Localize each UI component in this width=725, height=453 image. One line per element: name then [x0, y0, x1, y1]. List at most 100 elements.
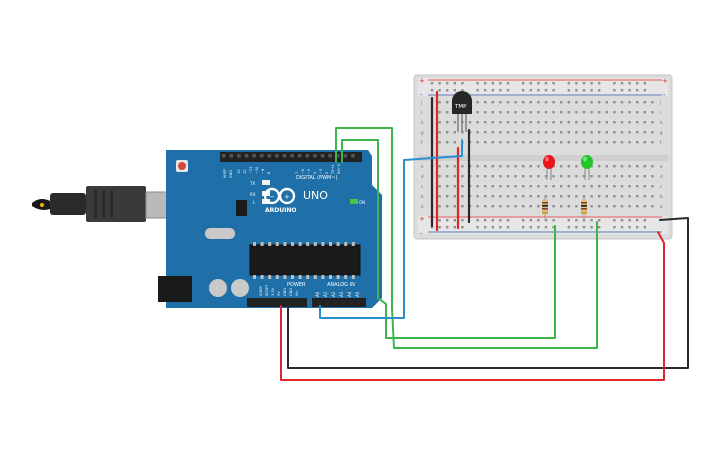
hole: [506, 226, 510, 229]
hole: [567, 219, 570, 222]
hole: [446, 165, 449, 168]
ic-leg: [329, 275, 332, 279]
hole: [651, 141, 654, 144]
hole: [522, 219, 525, 222]
hole: [461, 195, 464, 198]
wire-green-led-green[interactable]: [335, 127, 598, 349]
hole: [628, 89, 631, 92]
hole: [491, 101, 494, 104]
wire-red-5v[interactable]: [280, 231, 665, 381]
hole: [499, 141, 502, 144]
hole: [560, 165, 563, 168]
hole: [430, 89, 434, 92]
wire-black-gnd[interactable]: [287, 217, 689, 369]
hole: [651, 175, 654, 178]
hole: [446, 141, 449, 144]
hole: [560, 111, 563, 114]
hole: [522, 195, 525, 198]
hole: [575, 141, 578, 144]
hole: [544, 219, 548, 222]
hole: [620, 121, 624, 124]
hole: [529, 226, 532, 229]
hole: [514, 175, 517, 178]
hole: [529, 175, 532, 178]
hole: [620, 141, 624, 144]
wire-green-led-red[interactable]: [341, 139, 556, 339]
hole: [290, 154, 294, 158]
row-letter: i: [660, 110, 661, 115]
hole: [575, 121, 578, 124]
pin-label: GND: [289, 288, 293, 296]
led-red[interactable]: [543, 155, 555, 180]
led-green[interactable]: [581, 155, 593, 180]
pin-label: RESET: [265, 284, 269, 296]
hole: [590, 185, 593, 188]
hole: [514, 205, 517, 208]
hole: [582, 141, 586, 144]
hole: [605, 131, 608, 134]
arduino-uno[interactable]: − + ARDUINO UNO DIGITAL (PWM~) ANALOG IN…: [32, 150, 382, 308]
row-letter: f: [660, 140, 662, 145]
pin-label: 3.3V: [271, 287, 275, 296]
hole: [590, 175, 593, 178]
wires: [280, 90, 689, 381]
hole: [590, 141, 593, 144]
hole: [590, 82, 593, 85]
hole: [651, 121, 654, 124]
hole: [643, 131, 646, 134]
hole: [560, 185, 563, 188]
hole: [605, 185, 608, 188]
hole: [567, 121, 570, 124]
hole: [598, 111, 601, 114]
hole: [544, 131, 548, 134]
hole: [446, 101, 449, 104]
pin-label: ~10: [255, 167, 259, 174]
hole: [613, 121, 616, 124]
hole: [613, 141, 616, 144]
ic-leg: [351, 242, 355, 246]
hole: [636, 195, 639, 198]
hole: [529, 185, 532, 188]
hole: [476, 175, 479, 178]
hole: [529, 82, 532, 85]
hole: [499, 131, 502, 134]
ic-leg: [291, 242, 294, 246]
resistor-1[interactable]: [542, 196, 548, 220]
resistor-2[interactable]: [581, 196, 587, 220]
hole: [484, 111, 487, 114]
hole: [476, 89, 479, 92]
pin-label: ~5: [307, 169, 311, 174]
hole: [636, 101, 639, 104]
ic-leg: [260, 275, 264, 279]
hole: [590, 131, 593, 134]
hole: [636, 82, 639, 85]
hole: [582, 82, 586, 85]
hole: [582, 111, 586, 114]
hole: [552, 195, 555, 198]
hole: [636, 226, 639, 229]
hole: [582, 131, 586, 134]
hole: [438, 175, 441, 178]
hole: [267, 154, 272, 158]
hole: [484, 121, 487, 124]
hole: [567, 195, 570, 198]
hole: [484, 141, 487, 144]
wire-blue-sensor[interactable]: [319, 139, 463, 319]
hole: [446, 185, 449, 188]
hole: [298, 154, 302, 158]
hole: [598, 185, 601, 188]
hole: [560, 141, 563, 144]
hole: [613, 89, 616, 92]
hole: [620, 205, 624, 208]
hole: [590, 226, 593, 229]
hole: [468, 121, 472, 124]
temperature-sensor[interactable]: TMP: [452, 91, 472, 132]
hole: [529, 131, 532, 134]
pin-label: A0: [315, 291, 320, 297]
hole: [499, 111, 502, 114]
ic-leg: [253, 242, 256, 246]
hole: [620, 219, 624, 222]
hole: [567, 111, 570, 114]
hole: [628, 165, 631, 168]
breadboard[interactable]: + - + - + - j i h g f j i h g f e d c b …: [413, 74, 673, 240]
